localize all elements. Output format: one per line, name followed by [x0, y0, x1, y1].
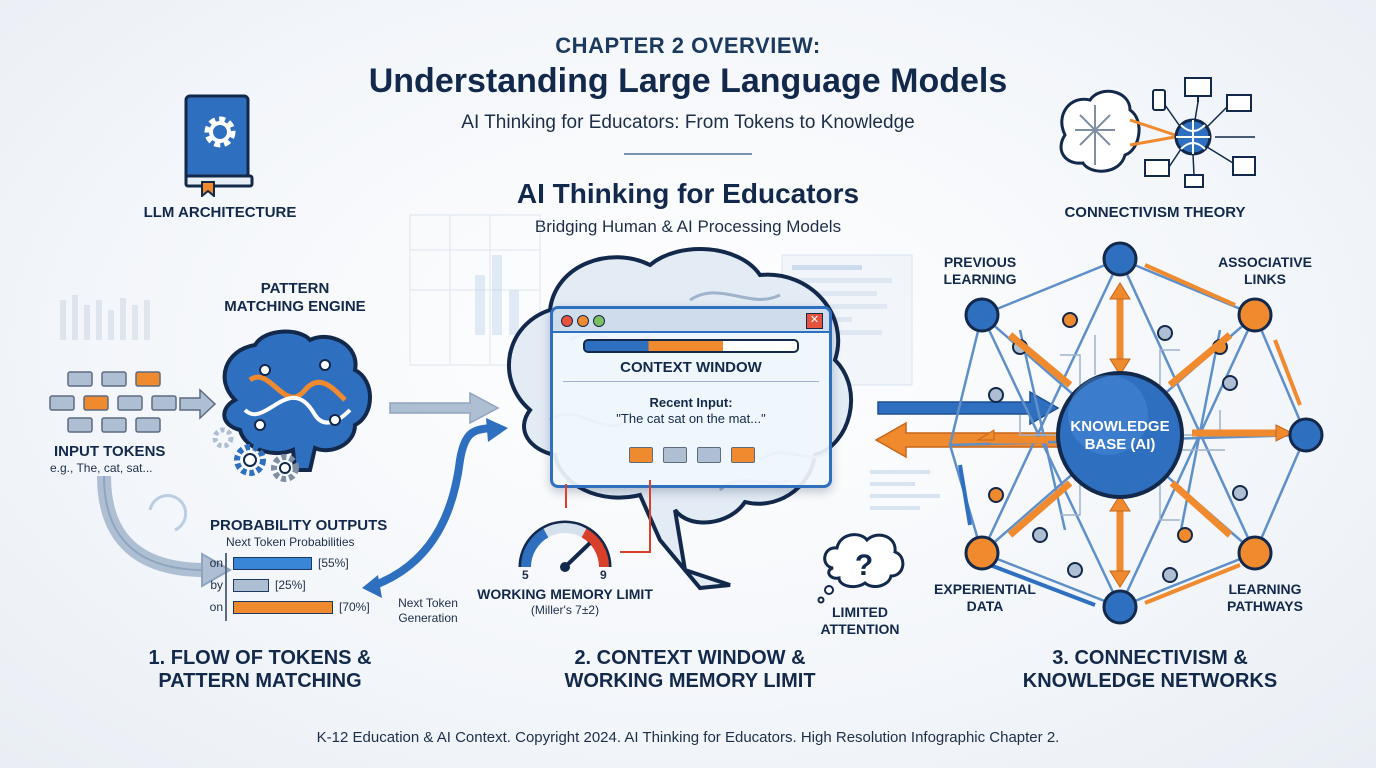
context-progress-bar: [583, 339, 799, 353]
previous-learning-line1: PREVIOUS: [943, 254, 1017, 270]
memory-gauge-icon: [518, 520, 612, 572]
pattern-brain-icon: [212, 329, 372, 482]
window-dot-green: [593, 315, 605, 327]
learning-pathways-line1: LEARNING: [1228, 581, 1302, 597]
section-1-title-line2: PATTERN MATCHING: [158, 670, 362, 692]
book-gear-icon: [184, 94, 254, 197]
memory-limit-sub: (Miller's 7±2): [530, 603, 600, 617]
recent-input-text: "The cat sat on the mat...": [616, 411, 766, 426]
probability-token: on: [209, 600, 223, 614]
gauge-min-label: 5: [522, 568, 529, 582]
chapter-kicker: CHAPTER 2 OVERVIEW:: [555, 33, 821, 58]
previous-learning-line2: LEARNING: [943, 271, 1017, 287]
footer-copyright: K-12 Education & AI Context. Copyright 2…: [316, 729, 1060, 746]
probability-bar: [233, 601, 333, 614]
central-title: AI Thinking for Educators: [516, 178, 860, 209]
experiential-data-line2: DATA: [966, 598, 1004, 614]
memory-connector: [565, 480, 651, 553]
probability-token: by: [210, 578, 223, 592]
pattern-label-line2: MATCHING ENGINE: [224, 298, 366, 315]
memory-limit-label: WORKING MEMORY LIMIT: [477, 586, 653, 602]
close-icon[interactable]: ✕: [806, 313, 823, 329]
window-dot-orange: [577, 315, 589, 327]
probability-subtitle: Next Token Probabilities: [226, 535, 355, 549]
llm-architecture-label: LLM ARCHITECTURE: [143, 204, 297, 221]
context-token: [663, 447, 687, 463]
limited-attention-line1: LIMITED: [832, 604, 888, 620]
section-2-title-line1: 2. CONTEXT WINDOW &: [574, 647, 806, 669]
probability-bar: [233, 579, 269, 592]
next-token-line1: Next Token: [398, 596, 458, 610]
central-subtitle: Bridging Human & AI Processing Models: [534, 217, 842, 236]
pattern-label-line1: PATTERN: [260, 280, 330, 297]
input-tokens-label: INPUT TOKENS: [54, 443, 166, 460]
probability-bar: [233, 557, 312, 570]
gauge-max-label: 9: [600, 568, 607, 582]
knowledge-base-line1: KNOWLEDGE: [1070, 418, 1169, 435]
window-divider: [563, 381, 819, 382]
connectivism-theory-label: CONNECTIVISM THEORY: [1064, 204, 1246, 221]
context-token: [629, 447, 653, 463]
probability-value: [70%]: [339, 600, 370, 614]
knowledge-network-diagram: KNOWLEDGE BASE (AI): [948, 241, 1324, 625]
limited-attention-line2: ATTENTION: [820, 621, 900, 637]
context-token: [731, 447, 755, 463]
question-mark: ?: [855, 549, 873, 582]
associative-links-line2: LINKS: [1244, 271, 1286, 287]
section-3-title-line2: KNOWLEDGE NETWORKS: [1022, 670, 1278, 692]
probability-token: on: [209, 556, 223, 570]
knowledge-base-line2: BASE (AI): [1085, 436, 1156, 453]
input-token-blocks: [49, 371, 217, 433]
flow-arrow-down: [97, 475, 233, 588]
section-1-title-line1: 1. FLOW OF TOKENS &: [148, 647, 372, 669]
window-dot-red: [561, 315, 573, 327]
page-title: Understanding Large Language Models: [368, 62, 1008, 100]
title-divider: [624, 153, 752, 155]
thought-bubble-icon: ?: [817, 533, 905, 604]
probability-title: PROBABILITY OUTPUTS: [210, 517, 388, 534]
input-tokens-example: e.g., The, cat, sat...: [50, 461, 153, 475]
recent-input-label: Recent Input:: [649, 395, 733, 410]
learning-pathways-line2: PATHWAYS: [1227, 598, 1303, 614]
associative-links-line1: ASSOCIATIVE: [1218, 254, 1312, 270]
page-subtitle: AI Thinking for Educators: From Tokens t…: [461, 112, 915, 133]
probability-chart: on [55%] by [25%] on [70%]: [210, 553, 377, 621]
window-titlebar: [553, 309, 829, 333]
context-window-label: CONTEXT WINDOW: [620, 359, 762, 376]
context-window-panel: ✕ CONTEXT WINDOW Recent Input: "The cat …: [550, 306, 832, 488]
connectivism-network-icon: [1059, 77, 1256, 188]
context-token: [697, 447, 721, 463]
probability-value: [55%]: [318, 556, 349, 570]
experiential-data-line1: EXPERIENTIAL: [934, 581, 1036, 597]
section-2-title-line2: WORKING MEMORY LIMIT: [564, 670, 816, 692]
next-token-line2: Generation: [398, 611, 458, 625]
probability-value: [25%]: [275, 578, 306, 592]
section-3-title-line1: 3. CONNECTIVISM &: [1052, 647, 1248, 669]
